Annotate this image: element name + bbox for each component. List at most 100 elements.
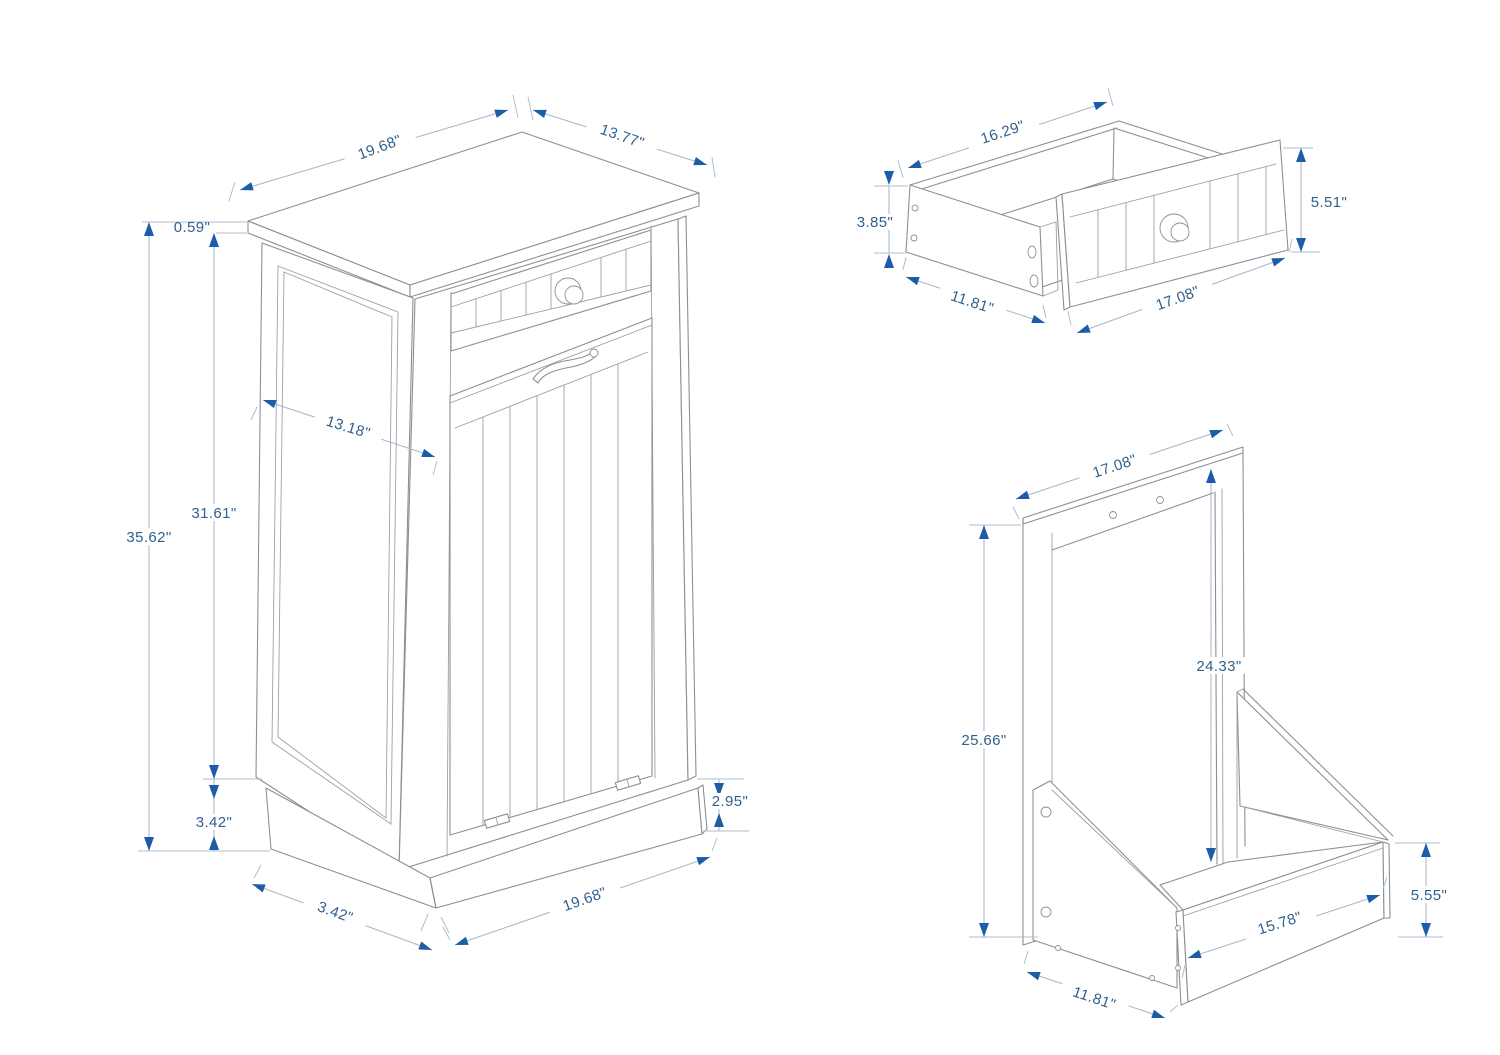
- dim-cabinet-base-height-front: 2.95": [697, 778, 753, 832]
- witness-line: [420, 913, 429, 932]
- dim-label-case-height: 31.61": [191, 505, 236, 522]
- dim-cabinet-top-thickness: 0.59": [142, 219, 247, 236]
- arrow-down-icon: [209, 765, 219, 779]
- arrow-up-icon: [1421, 843, 1431, 857]
- arrow-down-icon: [1296, 238, 1306, 252]
- dim-label-top-width: 19.68": [356, 132, 404, 164]
- bracket-hole: [1040, 806, 1052, 818]
- witness-line: [432, 460, 438, 476]
- screw-hole: [1175, 925, 1181, 931]
- witness-line: [250, 406, 258, 421]
- dim-label-top-thickness: 0.59": [174, 219, 211, 236]
- cabinet-tilt-door[interactable]: [449, 317, 653, 836]
- cabinet-drawer-front[interactable]: [450, 229, 652, 352]
- dim-hamper-frame-width: 17.08": [1012, 423, 1234, 520]
- dim-drawer-front-height: 5.51": [1283, 147, 1348, 253]
- cam-hole: [1027, 245, 1037, 259]
- witness-line: [1023, 950, 1029, 965]
- witness-line: [1169, 1004, 1179, 1013]
- arrow-up-icon: [884, 254, 894, 268]
- dim-label-opening-height: 24.33": [1196, 658, 1241, 675]
- screw-hole: [1149, 975, 1155, 981]
- witness-line: [711, 156, 716, 178]
- hamper-right-bracket: [1236, 688, 1394, 859]
- cabinet-tabletop: [247, 131, 700, 298]
- cabinet-front-face: [398, 215, 697, 871]
- screw-hole: [1156, 496, 1164, 504]
- witness-line: [253, 864, 262, 879]
- arrow-down-icon: [209, 785, 219, 799]
- witness-line: [1382, 876, 1388, 890]
- frame-right-stile-inner: [1214, 491, 1218, 865]
- dim-label-frame-height: 25.66": [961, 732, 1006, 749]
- dim-label-back-width: 16.29": [979, 117, 1027, 147]
- dim-label-front-height: 5.51": [1311, 194, 1348, 211]
- cabinet-view: 19.68" 13.77" 0.59" 35.62": [120, 94, 753, 951]
- witness-line: [897, 159, 904, 179]
- cabinet-side-panel: [255, 242, 414, 871]
- right-bracket-face: [1236, 691, 1389, 841]
- left-bracket-edge-inner: [1051, 789, 1178, 909]
- arrow-down-icon: [1206, 848, 1216, 862]
- side-panel-inset-1: [271, 265, 399, 825]
- screw-hole: [1055, 945, 1061, 951]
- door-hinge: [614, 775, 642, 791]
- hamper-frame-view: 17.08" 25.66" 24.33" 5.55": [955, 423, 1456, 1019]
- arrow-up-icon: [209, 836, 219, 850]
- arrow-up-icon: [1296, 148, 1306, 162]
- dowel-hole: [910, 234, 918, 242]
- hamper-left-bracket: [1032, 780, 1178, 989]
- witness-line: [1288, 238, 1293, 253]
- dim-label-base-depth: 3.42": [315, 898, 355, 926]
- witness-line: [711, 837, 718, 852]
- arrow-down-icon: [144, 837, 154, 851]
- witness-line: [902, 256, 907, 271]
- arrow-up-icon: [979, 525, 989, 539]
- dim-hamper-opening-height: 24.33": [1190, 469, 1248, 862]
- arrow-up-icon: [209, 233, 219, 247]
- faceplate-top-rail: [1069, 163, 1277, 218]
- dim-label-overall-height: 35.62": [126, 529, 171, 546]
- witness-line: [1107, 87, 1114, 107]
- screw-hole: [1109, 511, 1117, 519]
- arrow-up-icon: [714, 813, 724, 827]
- arrow-down-icon: [1421, 923, 1431, 937]
- door-top-rail: [454, 351, 649, 429]
- dim-label-top-depth: 13.77": [598, 121, 646, 152]
- dowel-hole: [911, 204, 919, 212]
- dim-label-base-height-side: 3.42": [196, 814, 233, 831]
- dim-label-depth: 11.81": [949, 288, 996, 318]
- right-bracket-edge: [1242, 688, 1394, 837]
- arrow-down-icon: [884, 171, 894, 185]
- witness-line: [442, 926, 451, 941]
- arrow-up-icon: [1206, 469, 1216, 483]
- dim-label-front-height: 5.55": [1411, 887, 1448, 904]
- side-panel-inset-2: [277, 271, 393, 819]
- handle-screw: [589, 348, 599, 358]
- witness-line: [1067, 310, 1072, 326]
- witness-line: [228, 181, 236, 202]
- faceplate-knob-face: [1170, 222, 1190, 242]
- dim-cabinet-overall-height: 35.62": [120, 222, 270, 852]
- right-side-sliver: [677, 215, 697, 781]
- dim-cabinet-case-height: 31.61": [186, 233, 262, 780]
- dim-label-bottom-width: 19.68": [561, 884, 609, 915]
- cam-hole: [1029, 274, 1039, 288]
- drawer-knob-face: [564, 285, 584, 305]
- hamper-bucket: [1159, 688, 1394, 1006]
- right-bracket-top-cap: [1236, 688, 1244, 693]
- witness-line: [1181, 964, 1186, 979]
- drawer-view: 16.29" 3.85" 11.81": [851, 87, 1348, 334]
- witness-line: [1226, 423, 1234, 437]
- bracket-hole: [1040, 906, 1052, 918]
- witness-line: [527, 96, 534, 121]
- dim-drawer-side-height: 3.85": [851, 171, 908, 268]
- arrow-up-icon: [144, 222, 154, 236]
- witness-line: [1042, 304, 1047, 319]
- door-top-lip: [449, 324, 653, 404]
- dim-label-frame-width: 17.08": [1091, 451, 1139, 481]
- dim-label-depth: 11.81": [1071, 983, 1118, 1013]
- screw-hole: [1175, 965, 1181, 971]
